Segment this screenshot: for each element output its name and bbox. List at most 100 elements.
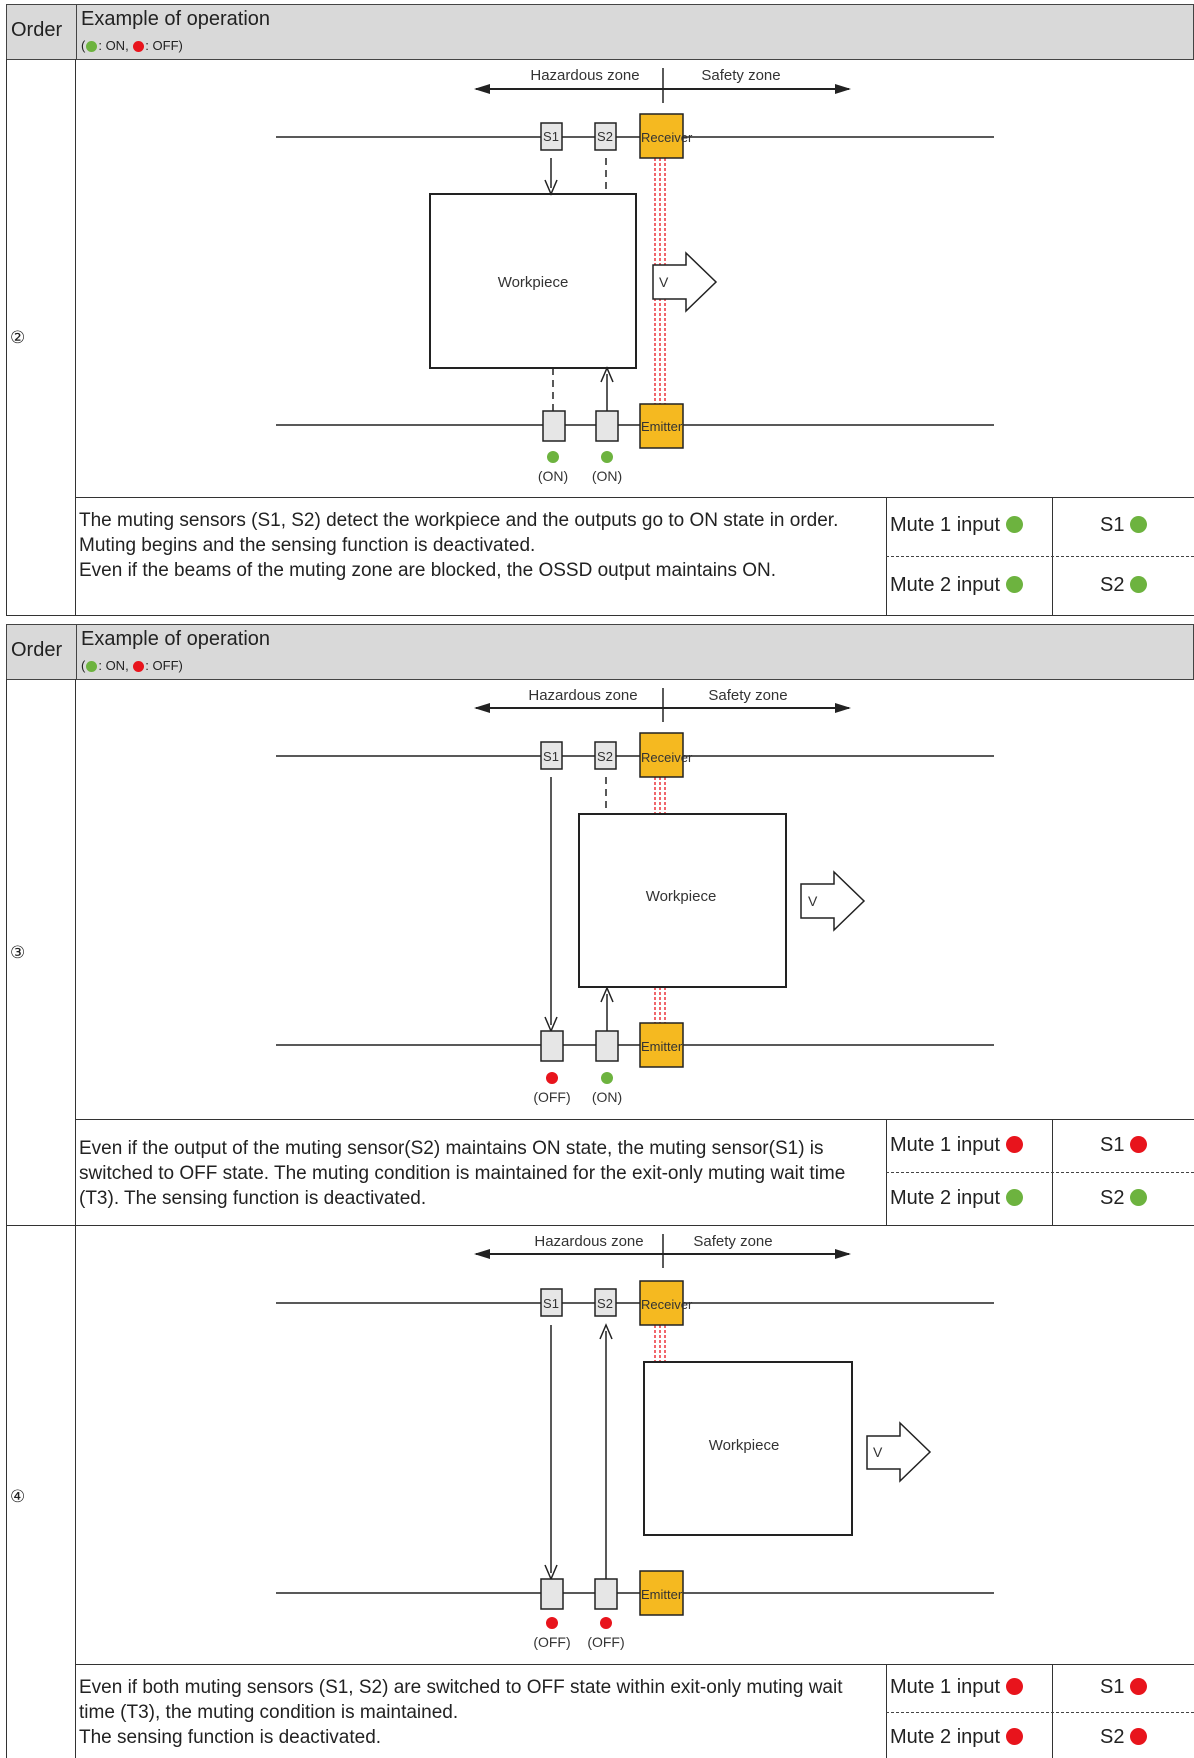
velocity-arrow: [652, 251, 718, 313]
velocity-arrow: [800, 870, 866, 932]
s1-status-text: (ON): [538, 468, 568, 484]
mute2-input: Mute 2 input: [890, 1726, 1024, 1749]
s2-state: S2: [1100, 574, 1148, 597]
workpiece: [578, 813, 787, 988]
on-legend-dot: [86, 41, 98, 53]
s1-sensor-bottom: [540, 1030, 564, 1062]
emitter: [639, 403, 684, 449]
s2-sensor-bottom: [595, 1030, 619, 1062]
table-header: Order Example of operation (: ON, : OFF): [6, 4, 1194, 60]
s2-status-text: (ON): [592, 468, 622, 484]
column-divider: [75, 679, 76, 1758]
mute1-input: Mute 1 input: [890, 514, 1024, 537]
s2-sensor-top: [594, 1288, 617, 1317]
workpiece: [643, 1361, 853, 1536]
velocity-label: V: [873, 1444, 883, 1460]
velocity-label: V: [659, 274, 669, 290]
mute2-state-dot: [1006, 1189, 1024, 1206]
mute2-state-dot: [1006, 1728, 1024, 1745]
zone-arrow: [474, 1234, 851, 1268]
step-number: ③: [10, 943, 26, 962]
workpiece-label: Workpiece: [498, 274, 569, 291]
emitter: [639, 1570, 684, 1616]
mute1-input: Mute 1 input: [890, 1134, 1024, 1157]
workpiece: [429, 193, 637, 369]
hazardous-zone-label: Hazardous zone: [534, 1233, 643, 1250]
receiver: [639, 1280, 684, 1326]
order-header: Order: [11, 639, 63, 661]
step-description: The muting sensors (S1, S2) detect the w…: [79, 510, 839, 581]
s1-state: S1: [1100, 514, 1148, 537]
s1-status-dot: [547, 451, 559, 463]
s1-label: S1: [543, 749, 559, 764]
emitter: [639, 1022, 684, 1068]
legend: (: ON, : OFF): [81, 38, 183, 53]
s1-status-text: (OFF): [533, 1089, 570, 1105]
workpiece-label: Workpiece: [709, 1437, 780, 1454]
s2-sensor-top: [594, 122, 617, 151]
mute1-state-dot: [1006, 1136, 1024, 1153]
s1-status-dot: [546, 1072, 558, 1084]
table-border: [6, 59, 7, 615]
emitter-label: Emitter: [641, 1587, 683, 1602]
s2-label: S2: [597, 749, 613, 764]
step-divider: [6, 1225, 1194, 1226]
receiver-label: Receiver: [641, 750, 693, 765]
s2-status-dot: [600, 1617, 612, 1629]
s1-status-text: (OFF): [533, 1634, 570, 1650]
receiver-label: Receiver: [641, 130, 693, 145]
receiver-label: Receiver: [641, 1297, 693, 1312]
s2-sensor-top: [594, 741, 617, 770]
step-description: Even if the output of the muting sensor(…: [79, 1138, 846, 1209]
s2-sensor-bottom: [594, 1578, 618, 1610]
s2-status-dot: [601, 1072, 613, 1084]
receiver: [639, 732, 684, 778]
section-bottom-border: [6, 615, 1194, 616]
operation-header: Example of operation: [81, 628, 271, 650]
s1-sensor-bottom: [542, 410, 566, 442]
s1-label: S1: [543, 1296, 559, 1311]
s1-state: S1: [1100, 1134, 1148, 1157]
row-divider: [75, 1119, 1194, 1120]
off-legend-dot: [133, 41, 145, 53]
s2-status-text: (OFF): [587, 1634, 624, 1650]
mute1-input: Mute 1 input: [890, 1676, 1024, 1699]
safety-zone-label: Safety zone: [693, 1233, 772, 1250]
table-header: Order Example of operation (: ON, : OFF): [6, 624, 1194, 680]
step-description: Even if both muting sensors (S1, S2) are…: [79, 1677, 843, 1748]
mute1-state-dot: [1006, 1678, 1024, 1695]
hazardous-zone-label: Hazardous zone: [528, 687, 637, 704]
emitter-label: Emitter: [641, 419, 683, 434]
mute2-state-dot: [1006, 576, 1024, 593]
operation-header: Example of operation: [81, 8, 271, 30]
workpiece-label: Workpiece: [646, 888, 717, 905]
hazardous-zone-label: Hazardous zone: [530, 67, 639, 84]
safety-zone-label: Safety zone: [708, 687, 787, 704]
mute2-input: Mute 2 input: [890, 1187, 1024, 1210]
order-header: Order: [11, 19, 63, 41]
s2-state: S2: [1100, 1187, 1148, 1210]
s1-state: S1: [1100, 1676, 1148, 1699]
legend: (: ON, : OFF): [81, 658, 183, 673]
s2-status-dot: [601, 451, 613, 463]
s1-sensor-bottom: [540, 1578, 564, 1610]
step-number: ④: [10, 1487, 26, 1506]
emitter-label: Emitter: [641, 1039, 683, 1054]
zone-arrow: [474, 688, 851, 722]
row-divider: [75, 1664, 1194, 1665]
row-divider: [75, 497, 1194, 498]
s1-status-dot: [546, 1617, 558, 1629]
mute1-state-dot: [1006, 516, 1024, 533]
s1-sensor-top: [540, 741, 563, 770]
on-legend-dot: [86, 661, 98, 673]
receiver: [639, 113, 684, 159]
zone-arrow: [474, 68, 851, 103]
column-divider: [75, 59, 76, 615]
s2-sensor-bottom: [595, 410, 619, 442]
s1-label: S1: [543, 129, 559, 144]
s2-label: S2: [597, 129, 613, 144]
header-divider: [76, 5, 77, 59]
